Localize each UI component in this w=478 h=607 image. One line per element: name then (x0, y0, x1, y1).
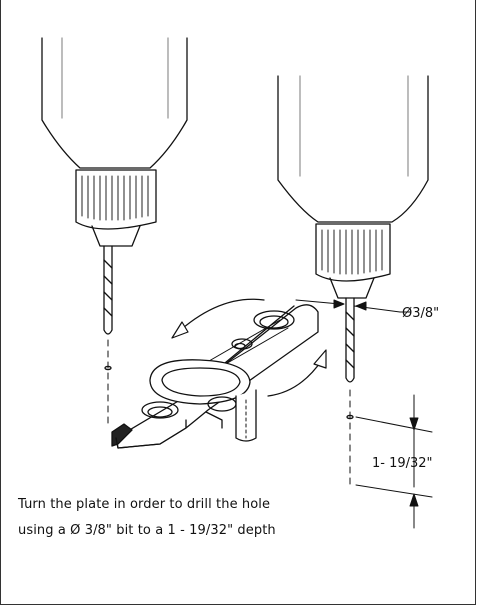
rotation-arrow-upper (171, 298, 265, 339)
plate (111, 304, 319, 449)
rotation-arrow-lower (267, 349, 327, 397)
caption-line-2: using a Ø 3/8" bit to a 1 - 19/32" depth (18, 523, 276, 538)
caption-line-1: Turn the plate in order to drill the hol… (18, 497, 271, 512)
depth-label: 1- 19/32" (372, 456, 433, 471)
left-drill (41, 37, 188, 426)
depth-dimension (355, 394, 433, 529)
diameter-label: Ø3/8" (402, 306, 439, 321)
right-drill (277, 75, 429, 489)
diameter-dimension (295, 299, 411, 313)
